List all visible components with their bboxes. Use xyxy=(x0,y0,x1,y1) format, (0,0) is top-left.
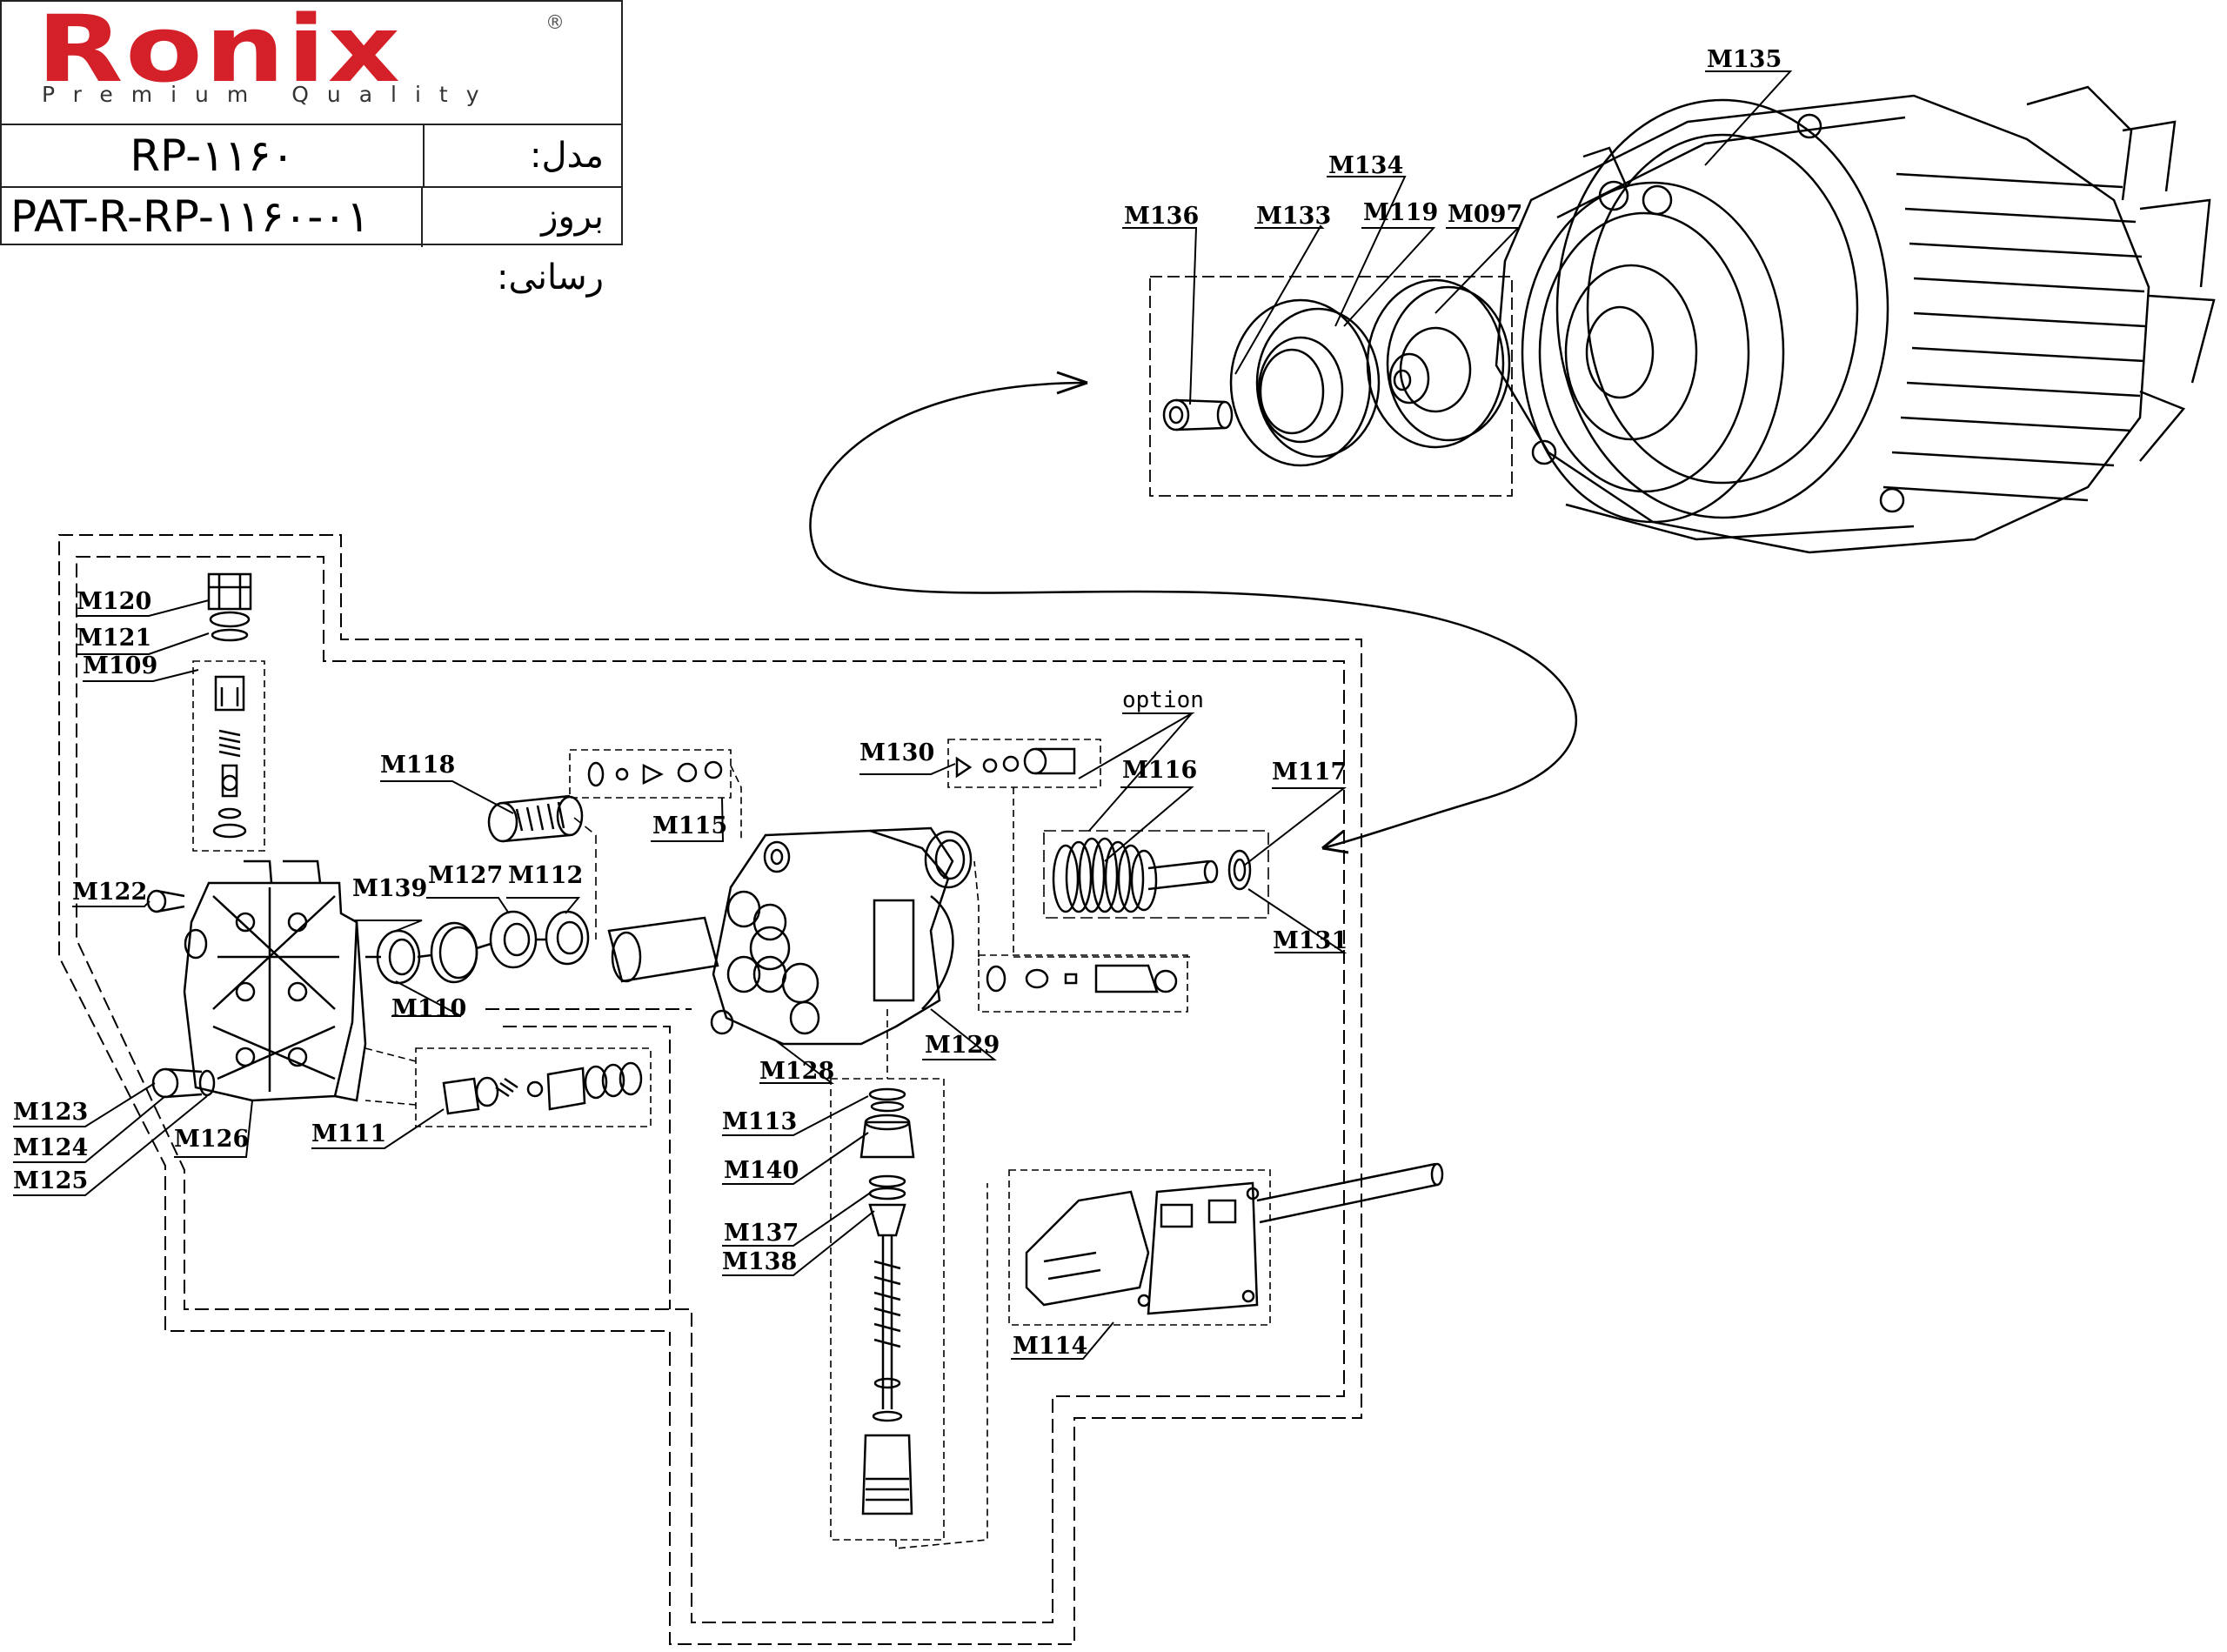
spring-m116 xyxy=(1052,837,1219,913)
motor-housing xyxy=(1495,85,2216,554)
model-row: RP-۱۱۶۰ مدل: xyxy=(2,125,621,188)
manifold-m126 xyxy=(183,859,367,1102)
logo-tagline: Premium Quality xyxy=(42,82,498,107)
update-value: PAT-R-RP-۱۱۶۰-۰۱ xyxy=(2,186,423,247)
seal-m119 xyxy=(1366,278,1511,449)
model-value: RP-۱۱۶۰ xyxy=(2,125,425,186)
screw-m123 xyxy=(151,1067,216,1099)
update-label: بروز رسانی: xyxy=(497,197,604,298)
registered-mark: ® xyxy=(545,12,565,34)
pump-head-m128 xyxy=(710,826,973,1046)
logo-wordmark: Ronix xyxy=(37,0,403,103)
bolt-m136 xyxy=(1162,398,1234,431)
logo: Ronix ® Premium Quality xyxy=(2,2,621,125)
update-row: PAT-R-RP-۱۱۶۰-۰۱ بروز رسانی: xyxy=(2,186,621,298)
valve-m109 xyxy=(212,675,247,839)
cap-m120 xyxy=(207,572,252,642)
title-block: Ronix ® Premium Quality RP-۱۱۶۰ مدل: PAT… xyxy=(0,0,623,298)
filter-m118 xyxy=(487,794,584,843)
screw-m122 xyxy=(146,889,185,913)
model-label: مدل: xyxy=(530,136,604,176)
bearing-m133 xyxy=(1229,298,1381,467)
